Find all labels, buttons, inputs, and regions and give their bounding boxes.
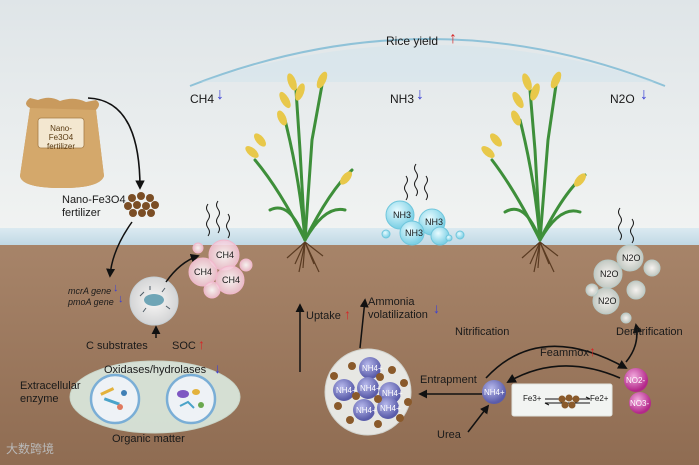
paddy-water (0, 228, 699, 248)
enzyme-circle-right (165, 373, 217, 425)
pmoa-gene-trend: ↓ (118, 293, 124, 305)
rice-yield-label: Rice yield (386, 34, 439, 48)
denitrification-label: Denitrification (616, 326, 683, 338)
extracellular-label-line1: Extracellular (20, 380, 81, 392)
organic-matter-label: Organic matter (112, 433, 185, 445)
watermark: 大数跨境 (6, 442, 55, 456)
arrow-ammonia (359, 298, 369, 349)
nitrification-label: Nitrification (455, 326, 510, 338)
nh3-bubble-text: NH3 (405, 228, 424, 238)
nh3-bubbles (381, 200, 465, 246)
microbe-icon (144, 294, 164, 306)
enzyme-icons (100, 387, 204, 410)
nano-fertilizer-label-line2: fertilizer (62, 207, 101, 219)
ammonia-trend: ↓ (433, 300, 440, 316)
ammonia-label-line2: volatilization (368, 309, 428, 321)
fe3-label: Fe3+ (523, 394, 542, 403)
nh4-particle-text: NH4+ (360, 384, 381, 393)
entrapment-nano-particles (330, 362, 412, 428)
arrow-feammox (506, 365, 621, 383)
n2o-emission-squiggles (618, 207, 634, 244)
n2o-bubble-text: N2O (598, 296, 617, 306)
nh3-label: NH3 (390, 92, 415, 106)
fertilizer-bag (20, 97, 104, 188)
nh4-particle-text: NH4+ (380, 404, 401, 413)
sky (0, 0, 699, 232)
urea-label: Urea (437, 429, 461, 441)
arrow-urea (467, 404, 490, 433)
entrapment-label: Entrapment (420, 374, 477, 386)
arrow-denitrification (625, 323, 643, 363)
enzyme-circle-left (89, 373, 141, 425)
rice-yield-dome-fill (200, 45, 655, 82)
mcra-gene-trend: ↓ (113, 282, 119, 294)
nh4-node-label: NH4+ (484, 388, 505, 397)
oxidases-trend: ↓ (214, 360, 221, 376)
rice-yield-trend: ↑ (449, 30, 457, 47)
nh4-particle-text: NH4+ (336, 386, 357, 395)
ch4-bubble-text: CH4 (216, 250, 235, 260)
mcra-gene-label: mcrA gene (68, 286, 112, 296)
arrow-nitrification (485, 345, 628, 379)
n2o-bubbles (585, 244, 661, 324)
arrow-bag-to-particles (87, 97, 145, 190)
nh3-bubble-text: NH3 (393, 210, 412, 220)
nh4-particle-text: NH4+ (382, 389, 403, 398)
c-substrates-label: C substrates (86, 340, 148, 352)
ch4-bubble-text: CH4 (194, 267, 213, 277)
rice-plant-right (481, 71, 587, 273)
no3-node-label: NO3- (630, 399, 650, 408)
nh3-bubble-text: NH3 (425, 217, 444, 227)
fe-nano-particles (558, 394, 580, 409)
nh4-particle-text: NH4+ (356, 406, 377, 415)
ch4-bubbles (188, 239, 253, 299)
arrow-to-ch4 (165, 254, 200, 283)
nh4-particle-text: NH4+ (362, 364, 383, 373)
nano-fertilizer-label-line1: Nano-Fe3O4 (62, 194, 126, 206)
n2o-bubble-text: N2O (622, 253, 641, 263)
n2o-label: N2O (610, 92, 635, 106)
fertilizer-bag-label: Nano-Fe3O4 fertilizer (46, 124, 75, 151)
soc-trend: ↑ (198, 336, 205, 352)
n2o-bubble-text: N2O (600, 269, 619, 279)
arrow-to-genes (106, 221, 133, 278)
ch4-emission-squiggles (206, 200, 230, 239)
soc-label: SOC (172, 340, 196, 352)
ch4-bubble-text: CH4 (222, 275, 241, 285)
no2-node-label: NO2- (626, 376, 646, 385)
rice-yield-dome (189, 38, 666, 87)
feammox-label: Feammox (540, 347, 589, 359)
pmoa-gene-label: pmoA gene (68, 297, 114, 307)
nh3-emission-squiggles (404, 163, 428, 201)
uptake-label: Uptake (306, 310, 341, 322)
nh3-trend: ↓ (416, 86, 424, 103)
extracellular-label-line2: enzyme (20, 393, 59, 405)
oxidases-label: Oxidases/hydrolases (104, 364, 207, 376)
fe2-label: Fe2+ (590, 394, 609, 403)
no2-node (624, 368, 648, 392)
uptake-trend: ↑ (344, 306, 351, 322)
n2o-trend: ↓ (640, 86, 648, 103)
nh4-particles (333, 357, 401, 421)
nh4-node (482, 380, 506, 404)
ch4-label: CH4 (190, 92, 215, 106)
nano-particle-cluster (124, 192, 159, 217)
no3-node (629, 392, 651, 414)
ch4-trend: ↓ (216, 86, 224, 103)
feammox-trend: ↑ (589, 343, 596, 359)
rice-plant-center (245, 71, 354, 273)
ammonia-label-line1: Ammonia (368, 296, 415, 308)
